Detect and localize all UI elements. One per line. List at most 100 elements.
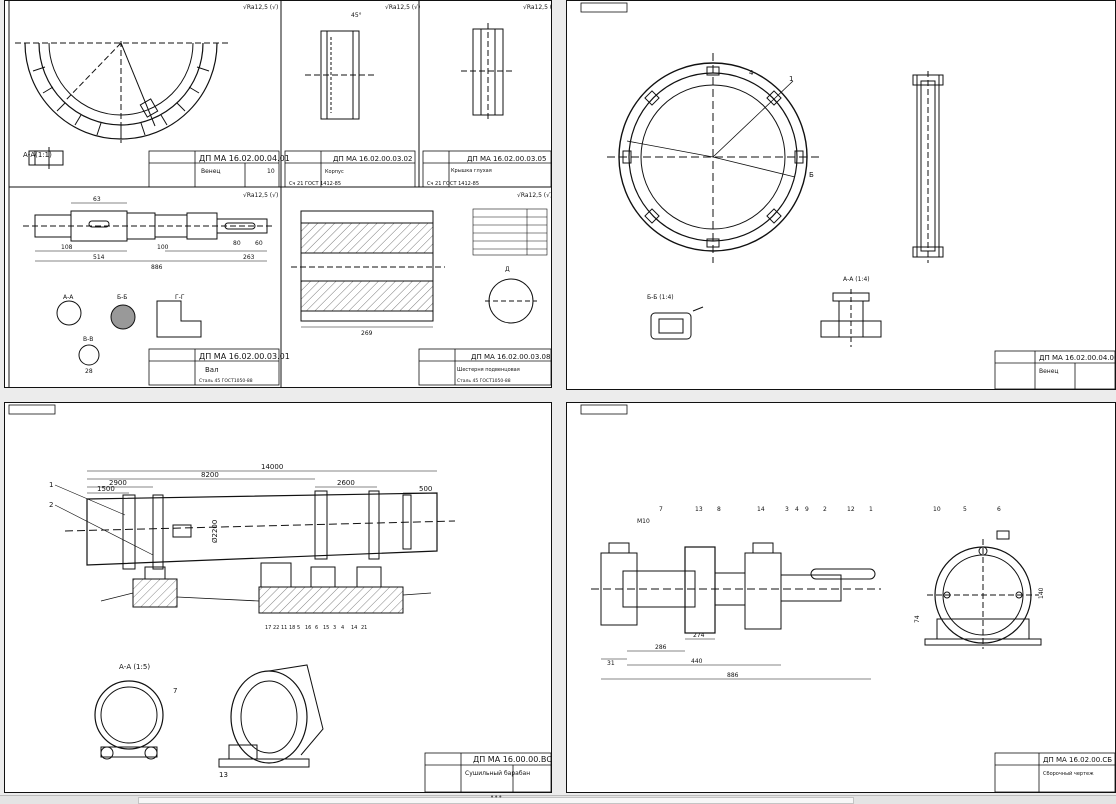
svg-text:10: 10 — [267, 168, 275, 175]
svg-text:18: 18 — [289, 625, 295, 631]
svg-text:4: 4 — [341, 625, 344, 631]
drum-dims — [87, 470, 437, 494]
title-block-kryshka — [422, 150, 551, 188]
svg-text:Ø2200: Ø2200 — [211, 520, 219, 543]
svg-text:274: 274 — [693, 632, 705, 639]
sheet-top-left[interactable]: А-А(1:1) ДП МА 16.02.00.04.01 Венец 10 √… — [4, 0, 552, 388]
svg-text:1: 1 — [49, 481, 53, 489]
svg-text:6: 6 — [997, 506, 1001, 513]
venets-ribs — [32, 66, 210, 139]
svg-text:√Ra12,5 (√): √Ra12,5 (√) — [243, 192, 278, 199]
title-block-venets — [148, 150, 280, 188]
shaft-dims — [35, 202, 267, 262]
sheet-bottom-left[interactable]: 14000 8200 2900 1500 2600 500 Ø2200 1 2 … — [4, 402, 552, 793]
sheet-bottom-left-drawing: 14000 8200 2900 1500 2600 500 Ø2200 1 2 … — [8, 404, 551, 792]
svg-text:108: 108 — [61, 244, 73, 251]
svg-text:А-А (1:4): А-А (1:4) — [843, 276, 870, 283]
svg-text:74: 74 — [914, 615, 921, 623]
svg-text:3: 3 — [333, 625, 336, 631]
svg-text:2600: 2600 — [337, 479, 355, 487]
svg-text:45°: 45° — [351, 12, 362, 19]
drum-body — [64, 490, 456, 570]
title-block-venets-sb — [994, 350, 1115, 389]
svg-text:Сч 21 ГОСТ 1412-85: Сч 21 ГОСТ 1412-85 — [289, 181, 341, 187]
drum-section-aa — [94, 680, 164, 760]
code-val: ДП МА 16.02.00.03.01 — [199, 352, 290, 361]
svg-text:√Ra12,5 (√): √Ra12,5 (√) — [385, 4, 420, 11]
svg-text:22: 22 — [273, 625, 279, 631]
svg-text:1: 1 — [789, 75, 793, 83]
foundation — [100, 562, 432, 614]
section-aa-detail — [820, 289, 882, 347]
drum-perspective — [218, 664, 324, 768]
section-v-circle — [78, 344, 100, 366]
venets-full-ring — [607, 53, 819, 263]
svg-text:Б-Б (1:4): Б-Б (1:4) — [647, 294, 674, 301]
svg-text:А-А (1:5): А-А (1:5) — [119, 663, 150, 671]
svg-text:60: 60 — [255, 240, 263, 247]
svg-text:Вал: Вал — [205, 366, 219, 374]
svg-text:9: 9 — [805, 506, 809, 513]
svg-text:4: 4 — [795, 506, 799, 513]
svg-text:2: 2 — [49, 501, 53, 509]
kryshka-section — [461, 23, 515, 121]
svg-text:√Ra12,5 (√): √Ra12,5 (√) — [243, 4, 278, 11]
venets-full-ribs — [622, 66, 804, 248]
svg-text:Сталь 45 ГОСТ1050-88: Сталь 45 ГОСТ1050-88 — [199, 378, 253, 384]
svg-text:13: 13 — [219, 771, 228, 779]
title-block-assembly — [994, 752, 1115, 792]
assembly-shaft — [591, 542, 881, 634]
venets-half-ring — [15, 41, 231, 143]
bearing-housing — [924, 530, 1042, 649]
svg-text:Д: Д — [505, 266, 510, 273]
svg-text:14000: 14000 — [261, 463, 283, 471]
svg-text:8: 8 — [717, 506, 721, 513]
sheet-bottom-right[interactable]: 886 440 286 31 274 7 13 8 14 3 4 9 2 12 … — [566, 402, 1116, 793]
code-shesternya: ДП МА 16.02.00.03.08 — [471, 353, 550, 361]
section-a-circle — [56, 300, 82, 326]
sheet-top-right-drawing: 1 4 Б Б-Б (1:4) А-А (1:4) ДП МА 16.02.0 — [580, 2, 1115, 389]
svg-text:Корпус: Корпус — [325, 169, 344, 175]
svg-text:Сборочный чертеж: Сборочный чертеж — [1043, 770, 1094, 777]
code-korpus: ДП МА 16.02.00.03.02 — [333, 155, 412, 163]
korpus-section — [305, 30, 375, 120]
svg-text:2900: 2900 — [109, 479, 127, 487]
svg-text:7: 7 — [659, 506, 663, 513]
svg-text:Г-Г: Г-Г — [175, 294, 185, 301]
title-block-drum — [424, 752, 551, 792]
sheet-top-left-drawing: А-А(1:1) ДП МА 16.02.00.04.01 Венец 10 √… — [8, 1, 551, 387]
callouts-bottom: 17 22 11 18 5 16 6 15 3 4 14 21 — [265, 625, 367, 631]
svg-text:13: 13 — [695, 506, 703, 513]
svg-text:886: 886 — [151, 264, 163, 271]
svg-text:Сч 21 ГОСТ 1412-85: Сч 21 ГОСТ 1412-85 — [427, 181, 479, 187]
shesternya-section — [291, 210, 445, 328]
svg-text:√Ra12,5 (√): √Ra12,5 (√) — [517, 192, 551, 199]
svg-text:514: 514 — [93, 254, 105, 261]
svg-text:5: 5 — [963, 506, 967, 513]
svg-text:263: 263 — [243, 254, 255, 261]
svg-text:10: 10 — [933, 506, 941, 513]
svg-text:1: 1 — [869, 506, 873, 513]
params-table — [472, 208, 548, 256]
more-dots-icon[interactable]: ••• — [490, 793, 503, 801]
svg-text:8200: 8200 — [201, 471, 219, 479]
section-b-circle — [110, 304, 136, 330]
code-kryshka: ДП МА 16.02.00.03.05 — [467, 155, 546, 163]
venets-side-view — [912, 71, 944, 263]
svg-text:А-А: А-А — [63, 294, 74, 301]
sheet-bottom-right-drawing: 886 440 286 31 274 7 13 8 14 3 4 9 2 12 … — [580, 404, 1115, 792]
svg-text:31: 31 — [607, 660, 615, 667]
svg-text:63: 63 — [93, 196, 101, 203]
svg-text:1500: 1500 — [97, 485, 115, 493]
svg-text:Б: Б — [809, 171, 814, 179]
svg-text:16: 16 — [305, 625, 311, 631]
svg-text:140: 140 — [1038, 587, 1045, 599]
svg-text:А-А(1:1): А-А(1:1) — [23, 151, 52, 159]
title-block-val — [148, 348, 280, 386]
svg-text:5: 5 — [297, 625, 300, 631]
svg-text:80: 80 — [233, 240, 241, 247]
sheet-top-right[interactable]: 1 4 Б Б-Б (1:4) А-А (1:4) ДП МА 16.02.0 — [566, 0, 1116, 390]
code-assembly: ДП МА 16.02.00.СБ — [1043, 756, 1112, 764]
code-drum: ДП МА 16.00.00.ВО — [473, 755, 551, 764]
code-venets: ДП МА 16.02.00.04.01 — [199, 154, 290, 163]
